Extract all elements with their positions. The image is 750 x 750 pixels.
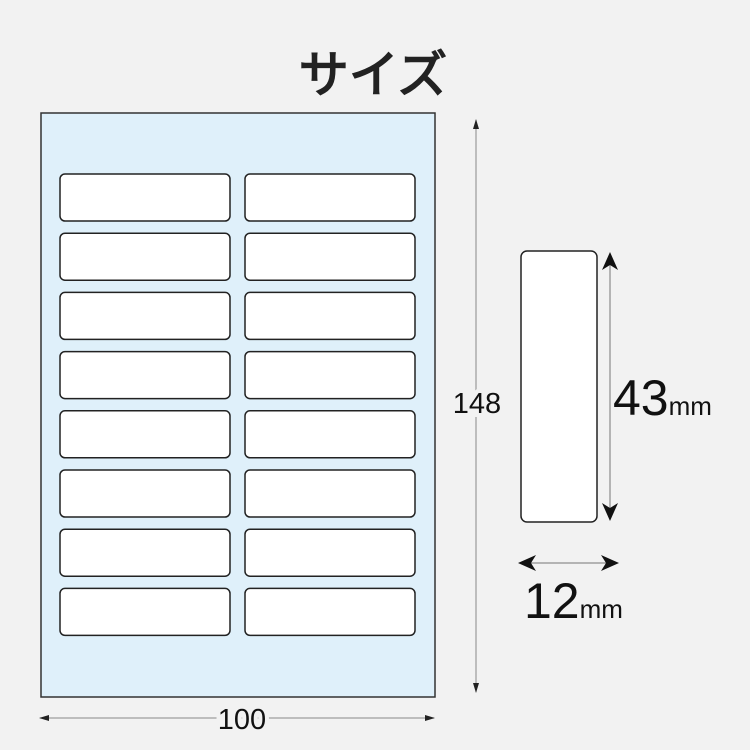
label-cell xyxy=(59,469,231,518)
label-cell xyxy=(244,291,416,341)
label-cell xyxy=(244,528,416,577)
label-cell xyxy=(59,173,231,222)
label-grid xyxy=(59,173,416,637)
label-width-unit: mm xyxy=(580,594,623,624)
label-width-text: 12mm xyxy=(524,573,623,629)
label-height-text: 43mm xyxy=(613,370,712,426)
label-cell xyxy=(244,410,416,459)
label-cell xyxy=(59,350,231,400)
page-title: サイズ xyxy=(299,46,448,104)
label-cell xyxy=(59,587,231,637)
sheet-width-label: 100 xyxy=(218,704,266,736)
label-cell xyxy=(244,587,416,637)
label-cell xyxy=(59,232,231,281)
sheet-height-label: 148 xyxy=(453,388,501,420)
label-cell xyxy=(244,173,416,222)
label-cell xyxy=(244,232,416,281)
single-label-enlarged xyxy=(520,250,598,523)
label-cell xyxy=(244,350,416,400)
label-height-value: 43 xyxy=(613,370,669,426)
label-width-value: 12 xyxy=(524,573,580,629)
label-cell xyxy=(59,410,231,459)
label-cell xyxy=(59,528,231,577)
label-height-unit: mm xyxy=(669,391,712,421)
label-cell xyxy=(59,291,231,341)
label-cell xyxy=(244,469,416,518)
